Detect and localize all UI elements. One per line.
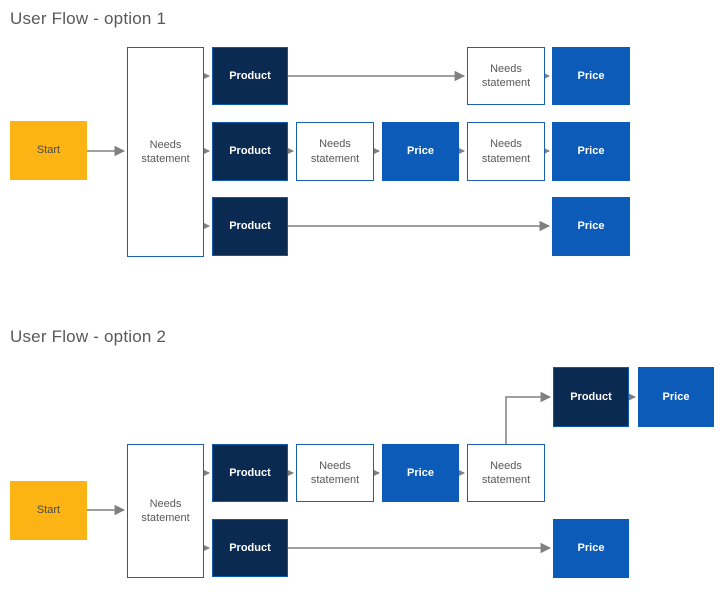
node-label: Product (229, 220, 271, 233)
node-start: Start (10, 121, 87, 180)
node-product-row2: Product (212, 122, 288, 181)
node-label: Product (229, 466, 271, 479)
node-label: Price (577, 542, 605, 555)
node-product-branch: Product (553, 367, 629, 427)
node-label: Price (407, 145, 434, 158)
node-label: Product (229, 69, 271, 82)
node-start: Start (10, 481, 87, 540)
node-label: Price (577, 145, 605, 158)
node-price-row2: Price (553, 519, 629, 578)
node-price-row1: Price (552, 47, 630, 105)
node-needs-statement-row1: Needs statement (467, 47, 545, 105)
node-price-row2-a: Price (382, 122, 459, 181)
node-label: Price (577, 69, 605, 82)
connector-elbow-arrow (505, 391, 552, 444)
node-product-row1: Product (212, 444, 288, 502)
node-product-row1: Product (212, 47, 288, 105)
node-label: Price (662, 390, 690, 403)
node-label: Needs statement (310, 138, 360, 165)
node-price-row2-b: Price (552, 122, 630, 181)
diagram-title-option-2: User Flow - option 2 (10, 327, 167, 346)
node-needs-statement-main: Needs statement (127, 444, 204, 578)
node-price-row1: Price (382, 444, 459, 502)
node-label: Price (577, 220, 605, 233)
node-label: Product (229, 541, 271, 554)
node-label: Needs statement (141, 138, 190, 165)
node-needs-statement-row1-b: Needs statement (467, 444, 545, 502)
node-needs-statement-main: Needs statement (127, 47, 204, 257)
node-label: Start (36, 504, 61, 517)
node-label: Price (407, 466, 434, 479)
node-price-row3: Price (552, 197, 630, 256)
node-label: Product (229, 145, 271, 158)
node-label: Needs statement (310, 459, 360, 486)
node-label: Start (36, 144, 61, 157)
node-label: Needs statement (481, 138, 531, 165)
node-label: Needs statement (481, 62, 531, 89)
node-label: Product (570, 390, 612, 403)
node-label: Needs statement (481, 459, 531, 486)
node-price-branch: Price (638, 367, 714, 427)
diagram-title-option-1: User Flow - option 1 (10, 9, 167, 28)
node-product-row3: Product (212, 197, 288, 256)
node-product-row2: Product (212, 519, 288, 577)
node-needs-statement-row1-a: Needs statement (296, 444, 374, 502)
node-needs-statement-row2-b: Needs statement (467, 122, 545, 181)
node-needs-statement-row2-a: Needs statement (296, 122, 374, 181)
node-label: Needs statement (141, 497, 190, 524)
